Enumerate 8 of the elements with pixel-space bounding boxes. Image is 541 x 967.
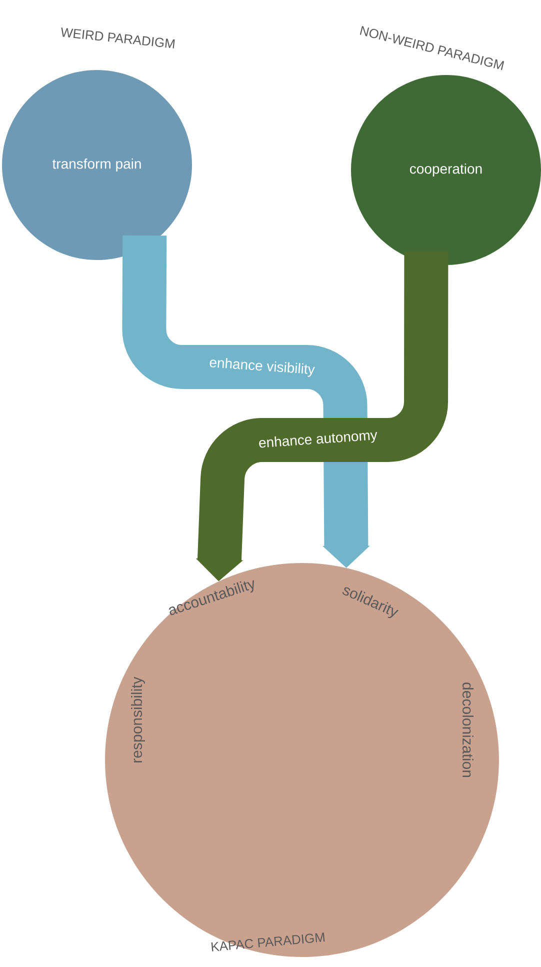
edge-label: enhance visibility — [208, 356, 316, 378]
concept-label: responsibility — [131, 676, 145, 762]
heading-label: KAPAC PARADIGM — [211, 932, 325, 952]
concept-label: decolonization — [462, 682, 474, 777]
circle-label: transform pain — [52, 158, 141, 172]
circle-label: cooperation — [410, 163, 482, 177]
edge-label: enhance autonomy — [257, 428, 379, 452]
heading-label: WEIRD PARADIGM — [61, 28, 175, 48]
